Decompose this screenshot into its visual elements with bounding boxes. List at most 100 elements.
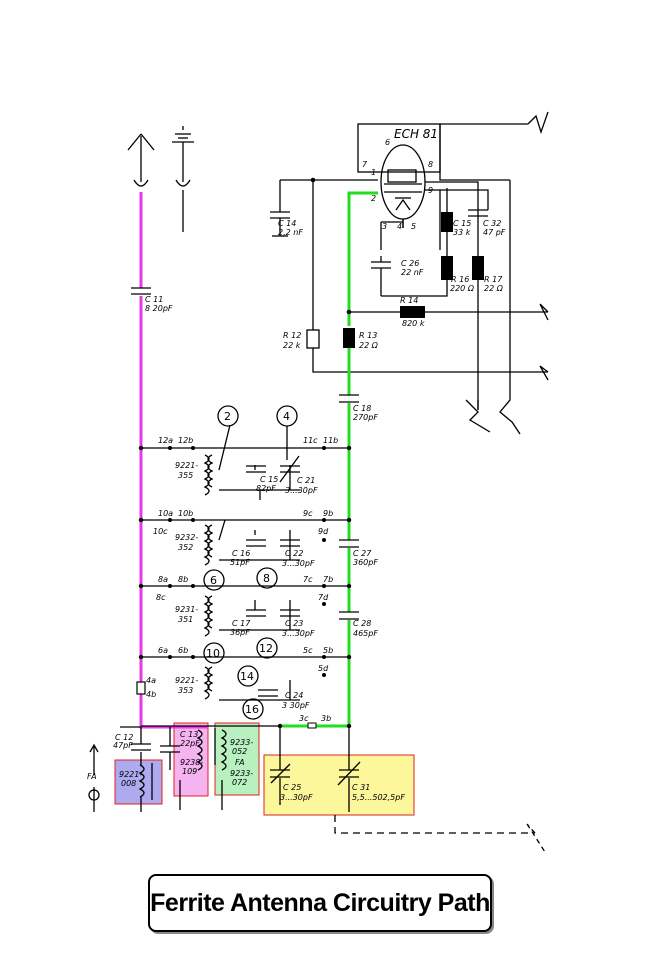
svg-text:6: 6: [385, 138, 390, 147]
c11-label: C 11: [145, 295, 163, 304]
svg-text:C 15: C 15: [453, 219, 471, 228]
svg-text:3...30pF: 3...30pF: [280, 793, 313, 802]
svg-text:12b: 12b: [178, 436, 193, 445]
svg-text:9221-: 9221-: [175, 676, 198, 685]
svg-text:C 31: C 31: [352, 783, 370, 792]
svg-text:360pF: 360pF: [353, 558, 378, 567]
svg-text:10: 10: [206, 647, 220, 660]
svg-text:9233-: 9233-: [230, 769, 253, 778]
svg-text:12: 12: [259, 642, 273, 655]
svg-text:9232-: 9232-: [175, 533, 198, 542]
r12-resistor: [306, 329, 320, 349]
svg-text:6a: 6a: [158, 646, 168, 655]
svg-text:7: 7: [362, 160, 368, 169]
c14-label: C 14: [278, 219, 296, 228]
coil-9238-109: 9238- 109: [180, 729, 203, 776]
svg-text:2: 2: [371, 194, 376, 203]
svg-text:22pF: 22pF: [180, 739, 200, 748]
svg-text:9221-: 9221-: [119, 770, 142, 779]
row3-contacts: 8a 8b 8c 7c 7b 7d: [138, 575, 352, 606]
svg-text:5d: 5d: [318, 664, 329, 673]
svg-text:3...30pF: 3...30pF: [285, 486, 318, 495]
svg-text:22 k: 22 k: [283, 341, 301, 350]
svg-text:220 Ω: 220 Ω: [450, 284, 475, 293]
svg-text:4a: 4a: [146, 676, 156, 685]
svg-text:R 12: R 12: [283, 331, 301, 340]
svg-text:7d: 7d: [318, 593, 329, 602]
svg-text:14: 14: [240, 670, 254, 683]
svg-text:072: 072: [232, 778, 247, 787]
svg-text:C 17: C 17: [232, 619, 251, 628]
svg-text:C 12: C 12: [115, 733, 133, 742]
antenna-signal-path: [139, 192, 208, 729]
svg-text:9c: 9c: [303, 509, 313, 518]
svg-text:C 16: C 16: [232, 549, 250, 558]
svg-text:C 24: C 24: [285, 691, 303, 700]
svg-text:10b: 10b: [178, 509, 193, 518]
svg-text:8b: 8b: [178, 575, 188, 584]
svg-text:8c: 8c: [156, 593, 166, 602]
svg-text:33 k: 33 k: [453, 228, 471, 237]
coil-9221-353: 9221- 353: [175, 666, 300, 701]
svg-text:47 pF: 47 pF: [483, 228, 506, 237]
svg-text:16: 16: [245, 703, 259, 716]
svg-text:1: 1: [371, 168, 376, 177]
svg-text:10c: 10c: [153, 527, 168, 536]
svg-text:51pF: 51pF: [230, 558, 250, 567]
coil-9221-355: 9221- 355: [175, 424, 300, 500]
signal-path-green: [316, 191, 378, 728]
svg-text:R 17: R 17: [484, 275, 503, 284]
svg-text:FA: FA: [235, 758, 245, 767]
r14-resistor: [400, 306, 425, 318]
title-box: Ferrite Antenna Circuitry Path: [148, 874, 492, 932]
svg-text:6b: 6b: [178, 646, 188, 655]
svg-text:C 26: C 26: [401, 259, 419, 268]
svg-text:008: 008: [121, 779, 136, 788]
svg-text:R 16: R 16: [451, 275, 469, 284]
page-title: Ferrite Antenna Circuitry Path: [150, 888, 490, 917]
antenna-symbol: [127, 133, 155, 187]
svg-text:11c: 11c: [303, 436, 318, 445]
svg-text:355: 355: [178, 471, 193, 480]
row4-contacts: 6a 6b 5c 5b 5d 4a 4b: [138, 646, 352, 699]
svg-text:6: 6: [210, 574, 217, 587]
svg-text:351: 351: [178, 615, 193, 624]
svg-text:36pF: 36pF: [230, 628, 250, 637]
ferrite-antenna-coil: 9221- 008: [119, 763, 153, 800]
c11-capacitor: C 11 8 20pF: [131, 287, 173, 313]
circled-4: 4: [283, 410, 290, 423]
svg-text:C 21: C 21: [297, 476, 315, 485]
svg-text:8a: 8a: [158, 575, 168, 584]
svg-text:465pF: 465pF: [353, 629, 378, 638]
svg-text:5: 5: [411, 222, 416, 231]
svg-text:11b: 11b: [323, 436, 338, 445]
svg-text:352: 352: [178, 543, 193, 552]
svg-text:4: 4: [397, 222, 402, 231]
svg-text:3 30pF: 3 30pF: [282, 701, 310, 710]
svg-text:9233-: 9233-: [230, 738, 253, 747]
svg-text:C 25: C 25: [283, 783, 301, 792]
svg-text:C 32: C 32: [483, 219, 501, 228]
svg-text:C 13: C 13: [180, 730, 198, 739]
svg-text:R 13: R 13: [359, 331, 377, 340]
ferrite-coil-box: [114, 759, 163, 805]
c11-value: 8 20pF: [145, 304, 173, 313]
svg-text:9238-: 9238-: [180, 758, 203, 767]
svg-text:10a: 10a: [158, 509, 173, 518]
svg-text:C 27: C 27: [353, 549, 372, 558]
svg-text:47pF: 47pF: [113, 741, 133, 750]
svg-text:270pF: 270pF: [353, 413, 378, 422]
svg-text:R 14: R 14: [400, 296, 418, 305]
c14-value: 2,2 nF: [278, 228, 303, 237]
tube-ech81: ECH 81 6 7 1 2 8 9 3 4 5: [357, 123, 441, 231]
svg-text:8: 8: [428, 160, 433, 169]
svg-text:7c: 7c: [303, 575, 313, 584]
coil-9232-352: 9232- 352: [175, 519, 300, 566]
fa-label: FA: [87, 772, 97, 781]
svg-text:9221-: 9221-: [175, 461, 198, 470]
svg-text:C 18: C 18: [353, 404, 371, 413]
svg-text:C 22: C 22: [285, 549, 303, 558]
svg-text:820 k: 820 k: [402, 319, 425, 328]
tube-name: ECH 81: [394, 127, 438, 141]
